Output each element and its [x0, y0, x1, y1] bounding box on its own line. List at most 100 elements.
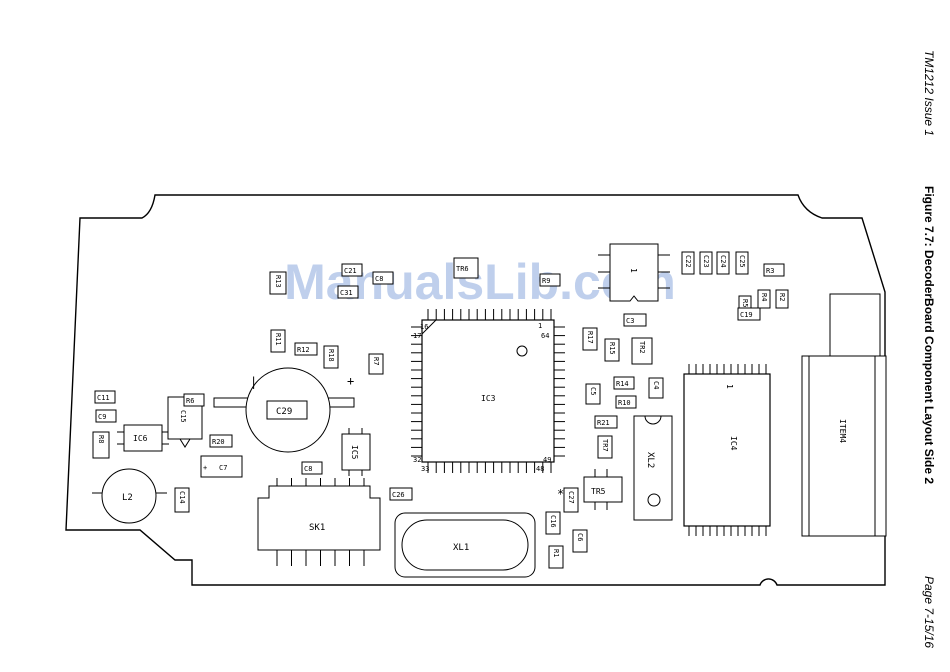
sk1-label: SK1: [309, 523, 325, 533]
ic3-pin-17: 17: [413, 332, 421, 340]
component-c14: C14: [174, 487, 190, 513]
component-label-r17: R17: [586, 331, 594, 344]
ic3-pin-64: 64: [541, 332, 549, 340]
component-r17: R17: [582, 327, 598, 351]
component-r21: R21: [594, 415, 618, 429]
component-r15: R15: [604, 338, 620, 362]
component-label-c23: C23: [702, 255, 710, 268]
board-outline: [65, 194, 886, 586]
component-label-c8: C8: [304, 465, 312, 473]
tr5-transistor: TR5 *: [557, 469, 623, 510]
xl1-crystal: XL1: [394, 512, 536, 578]
c29-capacitor: C29 + |: [213, 367, 355, 453]
document-reference: TM1212 Issue 1: [922, 50, 936, 137]
ic5: IC5: [341, 428, 371, 476]
component-label-r1: R1: [552, 549, 560, 557]
component-label-c4: C4: [652, 381, 660, 389]
component-label-r9: R9: [542, 277, 550, 285]
component-r13: R13: [269, 271, 287, 295]
component-label-c27: C27: [567, 491, 575, 504]
component-c27: C27: [563, 487, 579, 513]
c7-label: C7: [219, 464, 227, 472]
tr5-label: TR5: [591, 487, 606, 496]
component-label-c24: C24: [719, 255, 727, 268]
ic6-label: IC6: [133, 434, 148, 443]
component-r3: R3: [763, 263, 785, 277]
component-label-r6: R6: [186, 397, 194, 405]
component-label-r2: R2: [778, 293, 786, 301]
component-c5: C5: [585, 383, 601, 405]
component-r20: R20: [209, 434, 233, 448]
component-label-c31: C31: [340, 289, 353, 297]
ic3-pin-32: 32: [413, 456, 421, 464]
component-c3: C3: [623, 313, 647, 327]
ic3-pin-16: 16: [420, 323, 428, 331]
sk1-connector: SK1: [257, 478, 381, 566]
component-r12: R12: [294, 342, 318, 356]
component-r1: R1: [548, 545, 564, 569]
component-label-r12: R12: [297, 346, 310, 354]
ic3-leads: [411, 309, 565, 473]
component-c24: C24: [716, 251, 730, 275]
component-label-c3: C3: [626, 317, 634, 325]
component-label-c25: C25: [738, 255, 746, 268]
component-tr7: TR7: [597, 435, 613, 459]
component-label-r21: R21: [597, 419, 610, 427]
component-label-tr2: TR2: [638, 341, 646, 354]
ic3-label: IC3: [481, 394, 496, 403]
component-label-tr6: TR6: [456, 265, 469, 273]
component-r4: R4: [757, 289, 771, 309]
ic3-pin-33: 33: [421, 465, 429, 473]
component-label-c14: C14: [178, 491, 186, 504]
component-c9: C9: [95, 409, 117, 423]
regulator: 1: [598, 243, 670, 302]
component-label-c19: C19: [740, 311, 753, 319]
item4-connector: ITEM4: [801, 293, 887, 537]
component-label-c22: C22: [684, 255, 692, 268]
component-tr2: TR2: [631, 337, 653, 365]
ic3-pin-49: 49: [543, 456, 551, 464]
c15-label: C15: [179, 410, 187, 423]
component-c16: C16: [545, 511, 561, 535]
component-label-r3: R3: [766, 267, 774, 275]
component-r6: R6: [183, 393, 205, 407]
ic4-label: IC4: [729, 436, 738, 451]
component-c8a: C8: [372, 271, 394, 285]
component-c4: C4: [648, 377, 664, 399]
component-label-c5: C5: [589, 387, 597, 395]
ic4-pin-1: 1: [725, 384, 734, 389]
component-c11: C11: [94, 390, 116, 404]
component-r18: R18: [323, 345, 339, 369]
ic4-leads: [688, 364, 767, 536]
component-r11: R11: [270, 329, 286, 353]
component-c8: C8: [301, 461, 323, 475]
component-label-r18: R18: [327, 349, 335, 362]
component-label-tr7: TR7: [601, 439, 609, 452]
item4-label: ITEM4: [838, 419, 847, 443]
component-r8: R8: [92, 431, 110, 459]
component-label-c9: C9: [98, 413, 106, 421]
l2-inductor: L2: [92, 468, 167, 524]
component-label-r4: R4: [760, 293, 768, 301]
component-label-c8a: C8: [375, 275, 383, 283]
component-label-r8: R8: [97, 435, 105, 443]
ic3: IC3 16 1 64 17 32 33 48 49: [411, 309, 565, 473]
component-c19: C19: [737, 307, 761, 321]
c7-capacitor: + C7: [200, 455, 243, 478]
component-c31: C31: [337, 285, 359, 299]
xl2-crystal: XL2: [633, 415, 673, 521]
c29-plus: +: [347, 374, 354, 388]
component-label-r20: R20: [212, 438, 225, 446]
component-label-r5: R5: [741, 299, 749, 307]
component-r14: R14: [613, 376, 635, 390]
component-c22: C22: [681, 251, 695, 275]
c29-minus: |: [250, 375, 257, 389]
component-c25: C25: [735, 251, 749, 275]
xl2-label: XL2: [645, 452, 655, 468]
component-c6: C6: [572, 529, 588, 553]
c7-plus: +: [203, 464, 207, 472]
figure-title: Figure 7.7: DecoderBoard Component Layou…: [922, 186, 936, 485]
component-label-c16: C16: [549, 515, 557, 528]
